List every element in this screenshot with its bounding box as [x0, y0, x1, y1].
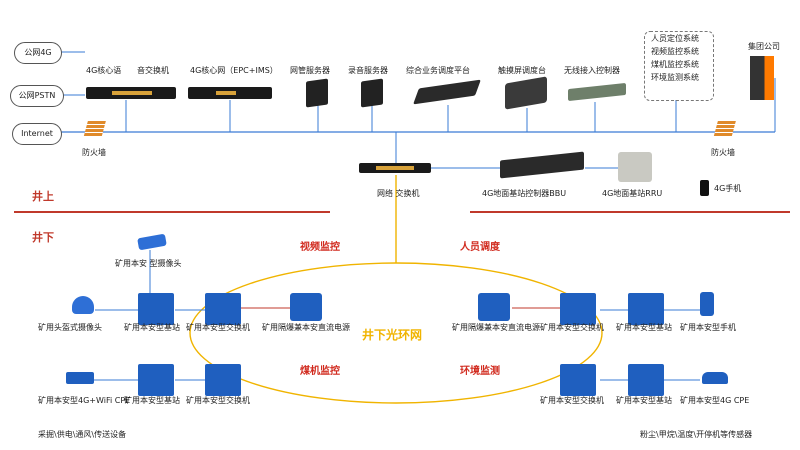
ring-main-label: 井下光环网 [362, 328, 423, 342]
cpe-left-label: 矿用本安型4G+WiFi CPE [38, 396, 131, 405]
sw-3-icon [560, 293, 596, 325]
phone4g-icon [700, 180, 709, 196]
section-below-label: 井下 [32, 231, 54, 244]
wireless-ctrl-label: 无线接入控制器 [564, 66, 620, 75]
psu-1-icon [290, 293, 322, 321]
nms-server-label: 网管服务器 [290, 66, 330, 75]
phone4g-label: 4G手机 [714, 184, 742, 193]
nms-server-icon [306, 78, 328, 108]
ring-staff-label: 人员调度 [460, 242, 500, 253]
bs-2-label: 矿用本安型基站 [124, 396, 180, 405]
cloud-4g: 公网4G [14, 42, 62, 64]
rec-server-label: 录音服务器 [348, 66, 388, 75]
psu-1-label: 矿用隔爆兼本安直流电源 [262, 323, 350, 332]
bs-3-label: 矿用本安型基站 [616, 323, 672, 332]
bs-1-label: 矿用本安型基站 [124, 323, 180, 332]
rec-server-icon [361, 78, 383, 108]
systems-box: 人员定位系统 视频监控系统 煤机监控系统 环境监测系统 [644, 31, 714, 101]
camera-top-label: 矿用本安 型摄像头 [115, 259, 182, 268]
bs-2-icon [138, 364, 174, 396]
sw-3-label: 矿用本安型交换机 [540, 323, 604, 332]
touch-console-label: 触摸屏调度台 [498, 66, 546, 75]
bs-4-icon [628, 364, 664, 396]
phone-icon [700, 292, 714, 316]
bs-4-label: 矿用本安型基站 [616, 396, 672, 405]
bbu-label: 4G地面基站控制器BBU [482, 189, 567, 198]
system-item: 煤机监控系统 [651, 60, 699, 69]
core-voice-switch-ports [112, 91, 152, 95]
sw-1-label: 矿用本安型交换机 [186, 323, 250, 332]
section-above-label: 井上 [32, 190, 54, 203]
bs-3-icon [628, 293, 664, 325]
system-item: 人员定位系统 [651, 34, 699, 43]
psu-2-icon [478, 293, 510, 321]
cpe-right-label: 矿用本安型4G CPE [680, 396, 750, 405]
bs-1-icon [138, 293, 174, 325]
helmet-cam-label: 矿用头盔式摄像头 [38, 323, 102, 332]
phone-label: 矿用本安型手机 [680, 323, 736, 332]
firewall-left-label: 防火墙 [82, 148, 106, 157]
cloud-4g-label: 公网4G [24, 48, 52, 57]
cloud-pstn-label: 公网PSTN [18, 91, 56, 100]
sensors-label: 粉尘\甲烷\温度\开停机等传感器 [640, 430, 753, 439]
psu-2-label: 矿用隔爆兼本安直流电源 [452, 323, 540, 332]
system-item: 环境监测系统 [651, 73, 699, 82]
cloud-internet: Internet [12, 123, 62, 145]
cpe-left-icon [66, 372, 94, 384]
sound-switch-label: 音交换机 [137, 66, 169, 75]
system-item: 视频监控系统 [651, 47, 699, 56]
core-voice-label: 4G核心语 [86, 66, 122, 75]
ring-env-label: 环境监测 [460, 366, 500, 377]
rru-label: 4G地面基站RRU [602, 189, 663, 198]
dispatch-platform-label: 综合业务调度平台 [406, 66, 470, 75]
building-icon [750, 56, 774, 100]
ring-coal-label: 煤机监控 [300, 366, 340, 377]
net-switch-label: 网络 交换机 [377, 189, 420, 198]
sw-2-icon [205, 364, 241, 396]
ring-video-label: 视频监控 [300, 242, 340, 253]
sw-2-label: 矿用本安型交换机 [186, 396, 250, 405]
helmet-cam-icon [72, 296, 94, 314]
net-switch-ports [376, 166, 414, 170]
rru-icon [618, 152, 652, 182]
core-net-label: 4G核心网（EPC+IMS） [190, 66, 278, 75]
group-company-label: 集团公司 [748, 42, 780, 51]
sw-1-icon [205, 293, 241, 325]
firewall-right-label: 防火墙 [711, 148, 735, 157]
cloud-internet-label: Internet [21, 129, 53, 138]
core-net-device-ports [216, 91, 236, 95]
sw-4-label: 矿用本安型交换机 [540, 396, 604, 405]
sw-4-icon [560, 364, 596, 396]
cpe-right-icon [702, 372, 728, 384]
cloud-pstn: 公网PSTN [10, 85, 64, 107]
equip-left-label: 采掘\供电\通风\传送设备 [38, 430, 127, 439]
